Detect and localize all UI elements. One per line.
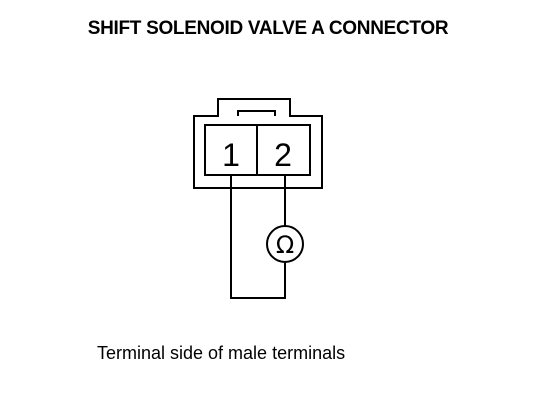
ohmmeter-icon: Ω — [276, 231, 294, 259]
diagram-title: SHIFT SOLENOID VALVE A CONNECTOR — [87, 18, 449, 39]
probe-wire-1 — [230, 175, 286, 299]
diagram-caption: Terminal side of male terminals — [97, 343, 346, 363]
pin-1-label: 1 — [222, 137, 240, 173]
connector-lock-tab — [237, 110, 276, 116]
pin-2-label: 2 — [274, 137, 292, 173]
ohmmeter-circle — [266, 225, 304, 263]
connector-housing — [193, 98, 323, 189]
